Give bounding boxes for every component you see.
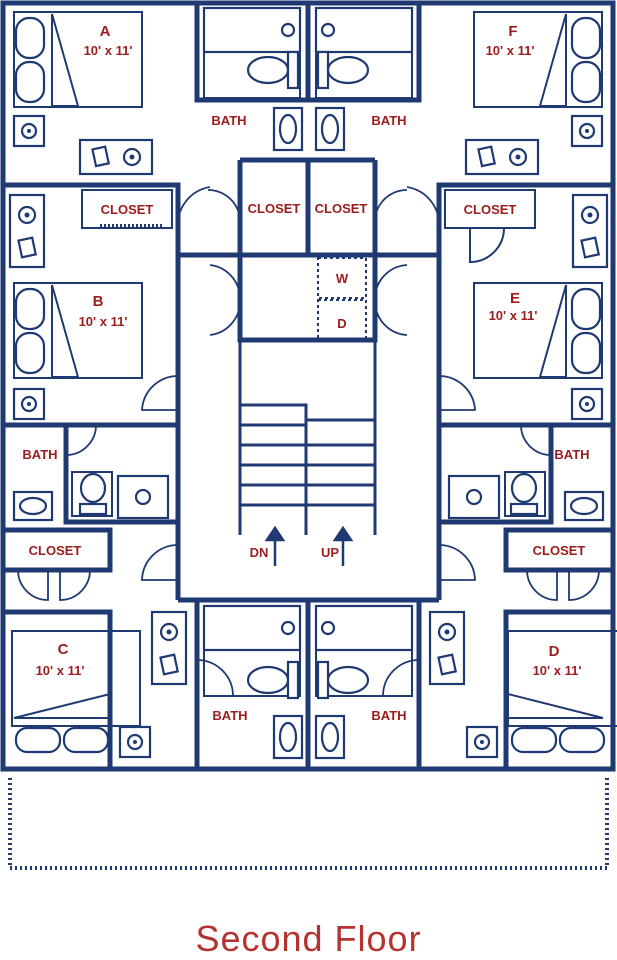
bath-label: BATH bbox=[554, 447, 589, 462]
floor-title: Second Floor bbox=[195, 918, 422, 959]
bath-label: BATH bbox=[22, 447, 57, 462]
closet-label: CLOSET bbox=[101, 202, 154, 217]
interior-walls bbox=[3, 3, 613, 770]
bath-label: BATH bbox=[371, 113, 406, 128]
room-f-letter: F bbox=[508, 23, 517, 40]
room-c-letter: C bbox=[58, 641, 69, 658]
bath-label: BATH bbox=[211, 113, 246, 128]
room-d-letter: D bbox=[549, 643, 560, 660]
room-f-size: 10' x 11' bbox=[486, 43, 535, 58]
room-a-letter: A bbox=[100, 23, 111, 40]
closet-label: CLOSET bbox=[464, 202, 517, 217]
room-b-letter: B bbox=[93, 293, 104, 310]
bath-b-fixtures bbox=[12, 471, 170, 522]
laundry bbox=[317, 257, 367, 341]
closet-label: CLOSET bbox=[29, 543, 82, 558]
closet-label: CLOSET bbox=[315, 201, 368, 216]
closet-e bbox=[444, 189, 536, 264]
room-e-size: 10' x 11' bbox=[489, 308, 538, 323]
room-d-size: 10' x 11' bbox=[533, 663, 582, 678]
room-labels: A 10' x 11' F 10' x 11' B 10' x 11' E 10… bbox=[22, 23, 589, 723]
closet-b bbox=[81, 189, 173, 229]
room-a-size: 10' x 11' bbox=[84, 43, 133, 58]
bath-e-fixtures bbox=[447, 471, 605, 522]
room-b-size: 10' x 11' bbox=[79, 314, 128, 329]
dryer-label: D bbox=[337, 316, 346, 331]
bed-sheets bbox=[13, 13, 604, 719]
pillows bbox=[14, 16, 606, 754]
room-c-size: 10' x 11' bbox=[36, 663, 85, 678]
washer-label: W bbox=[336, 271, 349, 286]
staircase bbox=[238, 340, 377, 535]
stair-arrows bbox=[264, 525, 354, 566]
bed-c bbox=[11, 630, 141, 727]
bath-label: BATH bbox=[371, 708, 406, 723]
bath-label: BATH bbox=[212, 708, 247, 723]
closet-label: CLOSET bbox=[248, 201, 301, 216]
closet-label: CLOSET bbox=[533, 543, 586, 558]
stairs-down-label: DN bbox=[250, 545, 269, 560]
bed-d bbox=[507, 630, 617, 727]
room-e-letter: E bbox=[510, 290, 520, 307]
stairs-up-label: UP bbox=[321, 545, 339, 560]
doors bbox=[17, 186, 600, 697]
